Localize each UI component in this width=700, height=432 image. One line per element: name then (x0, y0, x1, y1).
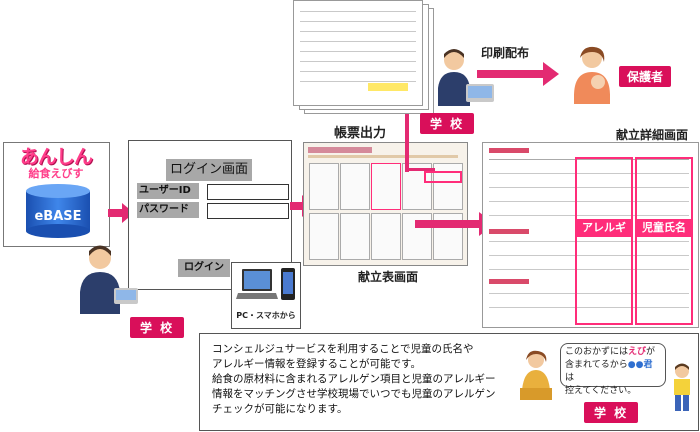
report-label: 帳票出力 (334, 126, 387, 141)
speech-bubble: このおかずにはえびが 含まれてるから●●君は 控えてください。 (560, 343, 666, 396)
detail-screen-caption: 献立詳細画面 (616, 128, 689, 142)
laptop-icon (236, 269, 278, 299)
detail-row (489, 307, 689, 308)
password-label: パスワード (137, 202, 199, 218)
detail-section-bar2 (489, 279, 529, 284)
school-label-left: 学 校 (130, 317, 185, 338)
detail-row (489, 201, 689, 202)
school-label-top: 学 校 (420, 113, 475, 134)
allergy-column-highlight (575, 157, 633, 325)
menu-header-bar2 (308, 155, 458, 158)
database-icon (26, 184, 90, 238)
detail-row (489, 187, 689, 188)
user-id-label: ユーザーID (137, 183, 199, 199)
app-logo: あんしん 給食えびす (14, 147, 98, 180)
arrow-print-to-guardian (477, 62, 559, 86)
speech-part2: が (646, 347, 656, 357)
description-line1: コンシェルジュサービスを利用することで児童の氏名や (212, 343, 474, 355)
speech-part1: このおかずには (565, 347, 629, 357)
devices-caption: PC・スマホから (236, 311, 296, 320)
doc-line (300, 11, 416, 12)
menu-detail-screen: アレルギー 児童氏名 (482, 142, 699, 328)
login-button[interactable]: ログイン (178, 259, 230, 277)
doc-line (300, 21, 416, 22)
staff-person-icon (438, 49, 494, 106)
database-panel: あんしん 給食えびす eBASE (3, 142, 110, 247)
printout-document (293, 0, 423, 106)
speech-part4: は (565, 373, 575, 383)
description-line2: アレルギー情報を登録することが可能です。 (212, 358, 421, 370)
database-label: eBASE (34, 209, 82, 224)
menu-cell (340, 213, 370, 260)
user-id-input[interactable] (207, 184, 289, 200)
speech-line1: このおかずにはえびが (565, 346, 661, 359)
connector-report-horizontal (405, 168, 435, 171)
guardian-icon (574, 46, 610, 104)
description-line3: 給食の原材料に含まれるアレルゲン項目と児童のアレルギー (212, 373, 496, 385)
detail-row (489, 159, 689, 160)
logo-line1: あんしん (19, 146, 93, 168)
child-icon (674, 363, 690, 411)
description-line4: 情報をマッチングさせ学校現場でいつでも児童のアレルゲン (212, 388, 496, 400)
detail-header-bar (489, 148, 529, 153)
school-staff-left-icon (80, 245, 138, 314)
school-label-bottom: 学 校 (584, 402, 639, 423)
detail-row (489, 241, 689, 242)
description-line5: チェックが可能になります。 (212, 403, 348, 415)
connector-report-vertical (405, 92, 409, 172)
menu-cell (309, 163, 339, 210)
speech-part3: 含まれてるから (565, 360, 628, 370)
report-button-highlight[interactable] (424, 171, 462, 183)
speech-highlight-shrimp: えび (628, 347, 647, 357)
menu-cell (371, 213, 401, 260)
menu-table-screen (303, 142, 468, 266)
doc-line (300, 81, 416, 82)
login-screen: ログイン画面 ユーザーID パスワード ログイン (128, 140, 292, 290)
menu-cell (309, 213, 339, 260)
doc-highlight (368, 83, 408, 91)
guardian-label: 保護者 (619, 66, 672, 87)
login-title: ログイン画面 (166, 159, 252, 181)
detail-row (489, 293, 689, 294)
doc-line (300, 61, 416, 62)
detail-row (489, 269, 689, 270)
password-input[interactable] (207, 203, 289, 219)
menu-cell (433, 163, 463, 210)
description-text: コンシェルジュサービスを利用することで児童の氏名や アレルギー情報を登録すること… (212, 342, 496, 417)
teacher-icon (520, 350, 552, 400)
detail-row (489, 215, 689, 216)
allergy-column-label: アレルギー (577, 219, 631, 252)
speech-highlight-child: ●●君 (627, 360, 653, 370)
doc-line (300, 51, 416, 52)
speech-line2: 含まれてるから●●君は (565, 359, 661, 385)
print-label: 印刷配布 (481, 46, 530, 60)
menu-screen-caption: 献立表画面 (358, 270, 419, 284)
doc-line (300, 41, 416, 42)
menu-cell (340, 163, 370, 210)
child-name-column-label: 児童氏名 (637, 219, 691, 237)
menu-header-bar (308, 147, 372, 153)
logo-line2: 給食えびす (28, 167, 84, 180)
doc-line (300, 71, 416, 72)
speech-part5: 控えてください。 (565, 386, 637, 396)
detail-row (489, 173, 689, 174)
detail-row (489, 255, 689, 256)
smartphone-icon (281, 268, 295, 300)
menu-cell (371, 163, 401, 210)
doc-line (300, 31, 416, 32)
detail-section-bar (489, 229, 529, 234)
child-name-column-highlight (635, 157, 693, 325)
devices-panel: PC・スマホから (231, 262, 301, 329)
